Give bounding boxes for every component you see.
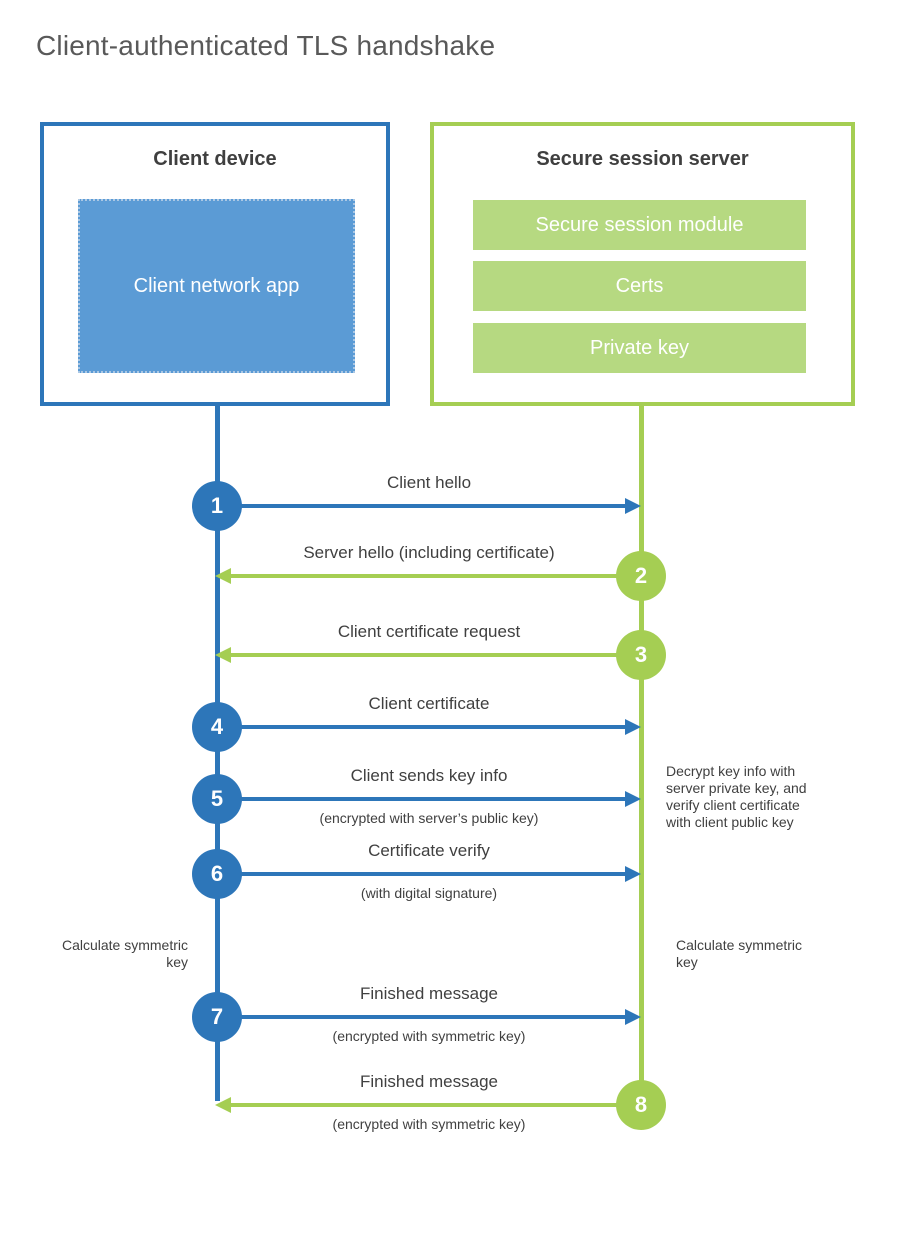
step-7-circle: 7: [192, 992, 242, 1042]
step-4-circle: 4: [192, 702, 242, 752]
arrow-right-icon: [625, 1009, 641, 1025]
arrow-left-icon: [215, 1097, 231, 1113]
step-7-number: 7: [210, 1004, 224, 1029]
step-5-arrow: [217, 797, 625, 801]
step-5-sublabel: (encrypted with server’s public key): [319, 810, 539, 826]
step-7-label: Finished message: [360, 984, 498, 1003]
step-5-label: Client sends key info: [350, 766, 508, 785]
step-8-arrow: [231, 1103, 641, 1107]
step-6-sublabel: (with digital signature): [360, 885, 498, 901]
step-1-label: Client hello: [386, 473, 472, 492]
step-3-number: 3: [634, 642, 648, 667]
arrow-left-icon: [215, 568, 231, 584]
step-1-circle: 1: [192, 481, 242, 531]
arrow-left-icon: [215, 647, 231, 663]
client-device-title: Client device: [153, 148, 277, 170]
step-7-arrow: [217, 1015, 625, 1019]
step-5-number: 5: [210, 786, 224, 811]
step-7-sublabel: (encrypted with symmetric key): [332, 1028, 526, 1044]
step-2-number: 2: [634, 563, 648, 588]
certs-bar: Certs: [473, 261, 806, 311]
step-4-number: 4: [210, 714, 224, 739]
page-title: Client-authenticated TLS handshake: [36, 30, 496, 61]
arrow-right-icon: [625, 791, 641, 807]
step-2-arrow: [231, 574, 641, 578]
step-8-circle: 8: [616, 1080, 666, 1130]
step-6-number: 6: [210, 861, 224, 886]
step-4-label: Client certificate: [368, 694, 490, 713]
secure-session-server-box: Secure session server Secure session mod…: [430, 122, 855, 406]
step-6-circle: 6: [192, 849, 242, 899]
client-network-app-box: Client network app: [78, 199, 355, 373]
decrypt-note: Decrypt key info with server private key…: [666, 763, 807, 830]
client-device-box: Client device Client network app: [40, 122, 390, 406]
step-4-arrow: [217, 725, 625, 729]
step-2-circle: 2: [616, 551, 666, 601]
server-lifeline: [639, 405, 644, 1105]
client-network-app-label: Client network app: [133, 275, 300, 297]
step-3-circle: 3: [616, 630, 666, 680]
step-1-arrow: [217, 504, 625, 508]
client-lifeline: [215, 405, 220, 1101]
arrow-right-icon: [625, 498, 641, 514]
step-6-arrow: [217, 872, 625, 876]
arrow-right-icon: [625, 866, 641, 882]
private-key-bar: Private key: [473, 323, 806, 373]
arrow-right-icon: [625, 719, 641, 735]
step-8-sublabel: (encrypted with symmetric key): [332, 1116, 526, 1132]
step-1-number: 1: [210, 493, 224, 518]
step-8-label: Finished message: [360, 1072, 498, 1091]
step-6-label: Certificate verify: [368, 841, 490, 860]
step-5-circle: 5: [192, 774, 242, 824]
step-2-label: Server hello (including certificate): [303, 543, 555, 562]
step-3-label: Client certificate request: [337, 622, 521, 641]
calculate-symmetric-key-note-server: Calculate symmetric key: [676, 937, 803, 970]
secure-session-server-title: Secure session server: [536, 148, 749, 170]
step-8-number: 8: [634, 1092, 648, 1117]
secure-session-module-bar: Secure session module: [473, 200, 806, 250]
step-3-arrow: [231, 653, 641, 657]
calculate-symmetric-key-note-client: Calculate symmetric key: [61, 937, 188, 970]
